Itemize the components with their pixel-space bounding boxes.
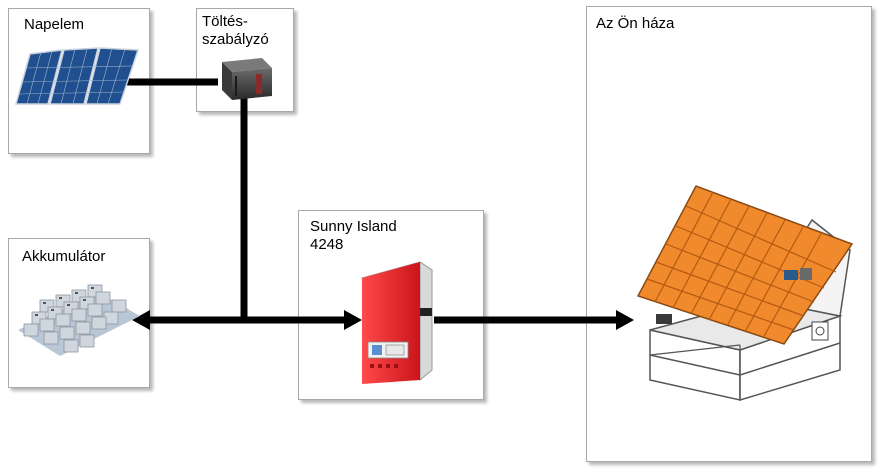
house-icon [636, 185, 854, 402]
solar-panel-label: Napelem [24, 16, 85, 33]
battery-label: Akkumulátor [22, 248, 106, 265]
arrowhead-right-inverter-icon [344, 310, 362, 330]
inverter-icon [360, 261, 434, 384]
arrowhead-right-house-icon [616, 310, 634, 330]
battery-icon [18, 284, 140, 356]
arrowhead-left-icon [132, 310, 150, 330]
connector-lines [122, 78, 620, 324]
charge-controller-icon [222, 58, 272, 100]
house-label: Az Ön háza [596, 15, 675, 32]
solar-panel-icon [15, 47, 140, 105]
charge-controller-label: Töltés- szabályzó [202, 13, 269, 48]
inverter-label: Sunny Island 4248 [310, 218, 397, 253]
